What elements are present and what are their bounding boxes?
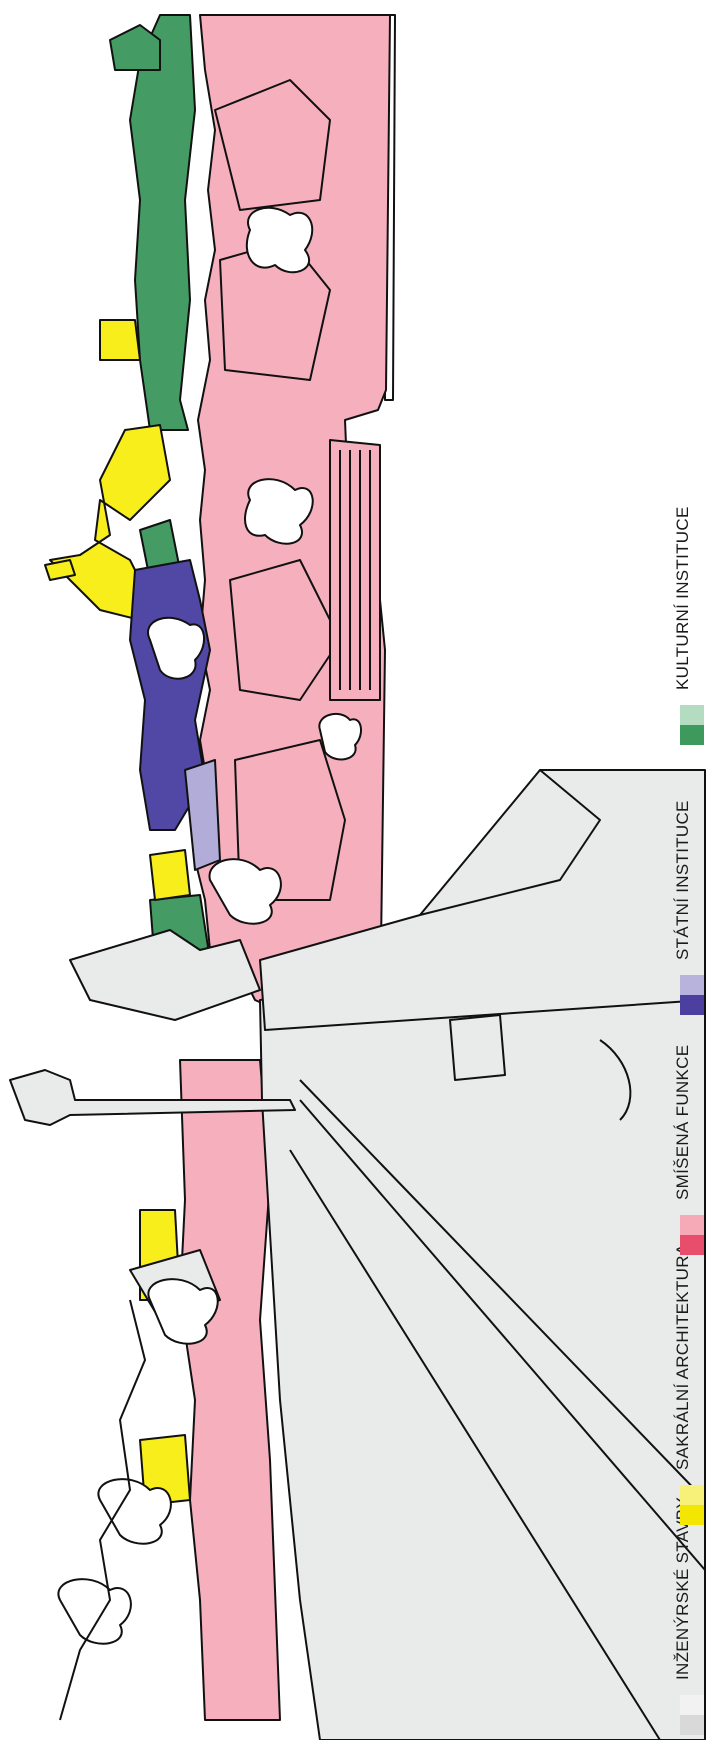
tree-7	[98, 1479, 170, 1544]
building-green-top	[130, 15, 195, 430]
bridge-block	[450, 1015, 505, 1080]
building-pink-front	[330, 440, 380, 700]
church-yellow-2	[150, 850, 190, 900]
statue-upper	[70, 930, 260, 1020]
church-yellow-1	[100, 320, 140, 360]
building-lightblue	[185, 760, 220, 870]
tree-3	[319, 714, 361, 760]
tree-6	[148, 1279, 217, 1344]
tree-2	[245, 479, 313, 544]
tree-1	[247, 208, 312, 272]
tree-8	[58, 1579, 130, 1644]
